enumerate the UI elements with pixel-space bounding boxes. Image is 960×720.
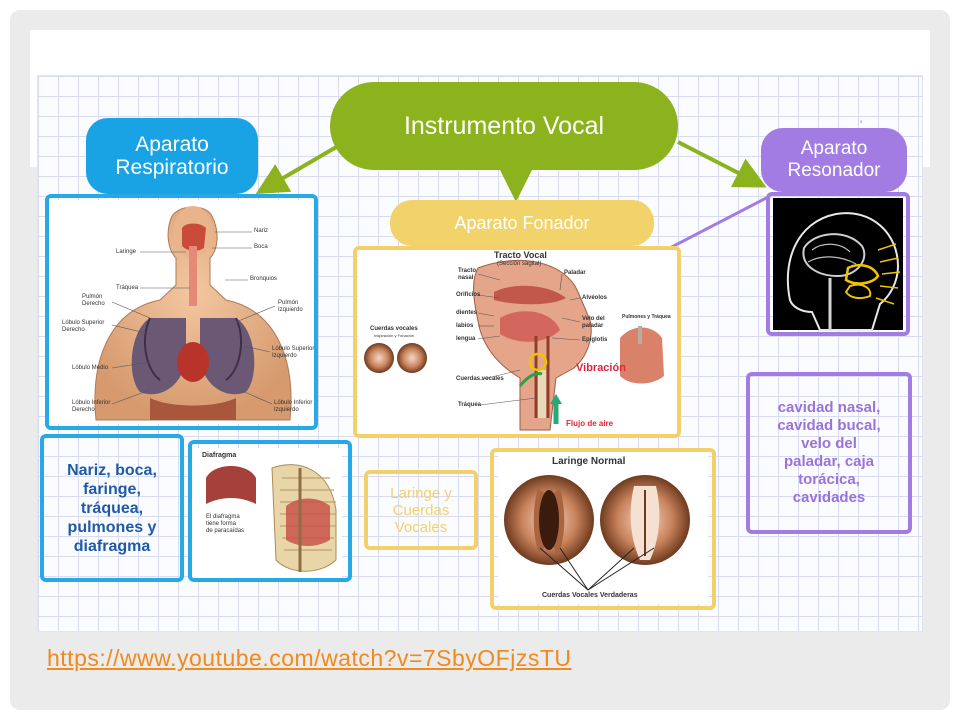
diafragma-title: Diafragma (202, 452, 237, 459)
label-alveolos: Alvéolos (582, 295, 608, 301)
label-cuerdas-sub: Inspiración y Fonación (374, 333, 415, 338)
tracto-title: Tracto Vocal (494, 250, 547, 260)
label-labios: labios (456, 323, 474, 329)
label-traquea-tracto: Tráquea (458, 402, 482, 408)
youtube-link[interactable]: https://www.youtube.com/watch?v=7SbyOFjz… (47, 645, 572, 671)
tracto-vocal-illustration (358, 250, 678, 434)
diafragma-image-box (188, 440, 352, 582)
stray-mark: ' (860, 118, 863, 132)
torso-illustration (50, 200, 314, 424)
laringe-image-box (490, 448, 716, 610)
label-laringe: Laringe (116, 249, 137, 255)
resonador-head-illustration (773, 198, 903, 331)
arrow-to-respiratorio (255, 144, 340, 195)
tracto-leader-lines (477, 273, 581, 406)
fonador-text-box: Laringe y Cuerdas Vocales (364, 470, 478, 550)
label-lengua: lengua (456, 336, 476, 342)
label-pulmones-traquea: Pulmones y Tráquea (622, 314, 671, 320)
resonador-text-box: cavidad nasal, cavidad bucal, velo del p… (746, 372, 912, 534)
arrow-to-resonador (677, 140, 767, 188)
respiratorio-image-box (45, 194, 318, 430)
title-aparato-respiratorio: Aparato Respiratorio (86, 118, 258, 194)
respiratorio-text-box: Nariz, boca, faringe, tráquea, pulmones … (40, 434, 184, 582)
label-bronquios: Bronquios (250, 276, 278, 282)
label-tracto-nasal: Tracto nasal (458, 268, 477, 281)
main-title-instrumento-vocal: Instrumento Vocal (330, 82, 678, 170)
label-lobulo-medio: Lóbulo Medio (72, 365, 109, 371)
resonador-image-box (766, 192, 910, 336)
label-orificios: Orificios (456, 292, 481, 298)
diafragma-caption: El diafragma tiene forma de paracaídas (206, 514, 245, 534)
label-lobulo-inferior-derecho: Lóbulo Inferior Derecho (72, 400, 111, 413)
tracto-vocal-image-box (353, 246, 681, 438)
label-flujo-aire: Flujo de aire (566, 419, 614, 428)
label-pulmon-izquierdo: Pulmón Izquierdo (278, 300, 303, 313)
label-lobulo-superior-derecho: Lóbulo Superior Derecho (62, 320, 105, 333)
label-paladar: Paladar (564, 270, 586, 276)
label-cuerdas-vocales-top: Cuerdas vocales (370, 326, 418, 332)
label-lobulo-inferior-izquierdo: Lóbulo Inferior Izquierdo (274, 400, 313, 413)
diafragma-illustration (192, 448, 342, 578)
torso-leader-lines (111, 231, 276, 405)
laringe-illustration (498, 452, 708, 604)
label-lobulo-superior-izquierdo: Lóbulo Superior Izquierdo (272, 346, 315, 359)
label-pulmon-derecho: Pulmón Derecho (82, 294, 105, 307)
laringe-caption: Cuerdas Vocales Verdaderas (542, 592, 638, 599)
label-boca: Boca (254, 244, 268, 250)
title-aparato-resonador: Aparato Resonador (761, 128, 907, 192)
label-traquea: Tráquea (116, 285, 139, 291)
label-cuerdas-vocales: Cuerdas vocales (456, 376, 504, 382)
label-nariz: Nariz (254, 228, 269, 234)
tracto-subtitle: (Sección sagital) (497, 261, 542, 267)
label-vibracion: Vibración (576, 362, 626, 374)
label-velo-paladar: Velo del paladar (582, 316, 605, 329)
label-epiglotis: Epiglotis (582, 337, 608, 343)
title-aparato-fonador: Aparato Fonador (390, 200, 654, 246)
laringe-title: Laringe Normal (552, 456, 626, 467)
label-dientes: dientes (456, 310, 478, 316)
